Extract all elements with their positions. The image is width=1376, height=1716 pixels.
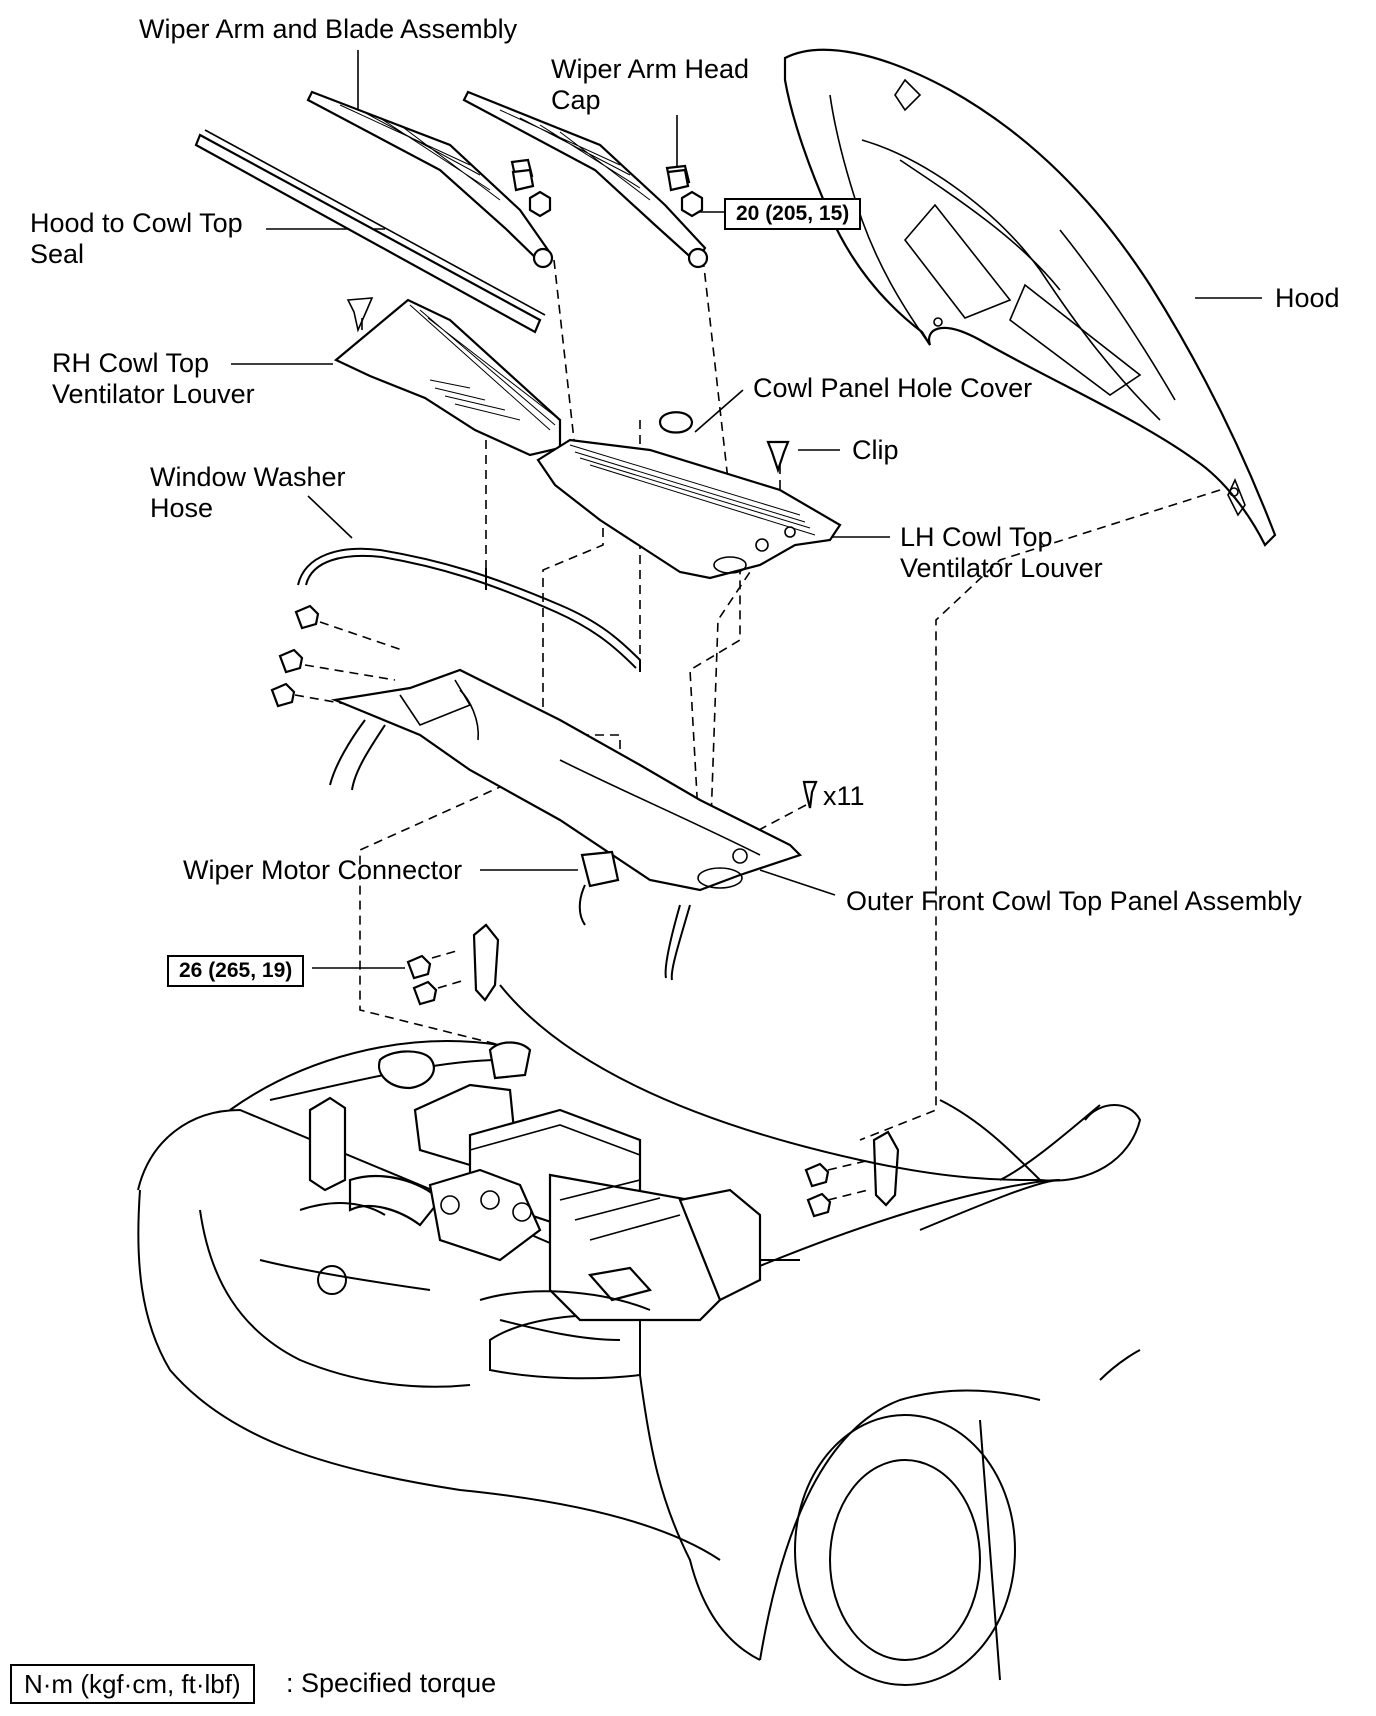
label-rh-cowl-louver-line1: RH Cowl Top bbox=[52, 348, 210, 378]
lh-cowl-louver-part bbox=[536, 438, 842, 580]
label-lh-cowl-louver-line2: Ventilator Louver bbox=[900, 553, 1103, 583]
legend-description: : Specified torque bbox=[286, 1668, 497, 1698]
label-window-washer-hose-line2: Hose bbox=[150, 493, 214, 523]
clip-part bbox=[766, 440, 790, 474]
window-washer-hose-part bbox=[297, 547, 641, 672]
vehicle-front-body bbox=[137, 984, 1142, 1686]
hood-part bbox=[783, 48, 1277, 547]
label-lh-cowl-louver-line1: LH Cowl Top bbox=[900, 522, 1053, 552]
hood-hinge-lh bbox=[804, 1130, 900, 1218]
label-hood-to-cowl-seal-line2: Seal bbox=[30, 239, 85, 269]
label-clip: Clip bbox=[852, 435, 899, 465]
hood-hinge-rh bbox=[406, 923, 500, 1006]
torque-spec-hood-hinge-bolt: 26 (265, 19) bbox=[167, 955, 305, 987]
label-hood-to-cowl-seal-line1: Hood to Cowl Top bbox=[30, 208, 243, 238]
label-wiper-arm-head-cap-line2: Cap bbox=[551, 85, 601, 115]
torque-spec-wiper-arm-nut: 20 (205, 15) bbox=[724, 198, 862, 230]
label-rh-cowl-louver-line2: Ventilator Louver bbox=[52, 379, 255, 409]
label-outer-front-cowl-panel: Outer Front Cowl Top Panel Assembly bbox=[846, 886, 1302, 916]
wiper-arm-head-caps bbox=[511, 168, 690, 192]
wiper-motor-connector-part bbox=[578, 850, 620, 926]
legend-unit-box: N·m (kgf·cm, ft·lbf) bbox=[10, 1664, 255, 1704]
label-wiper-arm-head-cap-line1: Wiper Arm Head bbox=[551, 54, 750, 84]
label-window-washer-hose-line1: Window Washer bbox=[150, 462, 346, 492]
hood-to-cowl-seal-part bbox=[194, 129, 546, 334]
outer-front-cowl-panel-part bbox=[329, 668, 803, 981]
label-wiper-arm-blade-assembly: Wiper Arm and Blade Assembly bbox=[139, 14, 518, 44]
label-hood: Hood bbox=[1275, 283, 1340, 313]
cowl-panel-hole-cover-part bbox=[658, 411, 694, 434]
leader-lines bbox=[231, 50, 1262, 969]
engine-components bbox=[299, 1041, 762, 1341]
cowl-panel-bolts bbox=[270, 604, 818, 809]
label-wiper-motor-connector: Wiper Motor Connector bbox=[183, 855, 463, 885]
label-cowl-panel-hole-cover: Cowl Panel Hole Cover bbox=[753, 373, 1033, 403]
label-clip-count: x11 bbox=[823, 781, 865, 811]
